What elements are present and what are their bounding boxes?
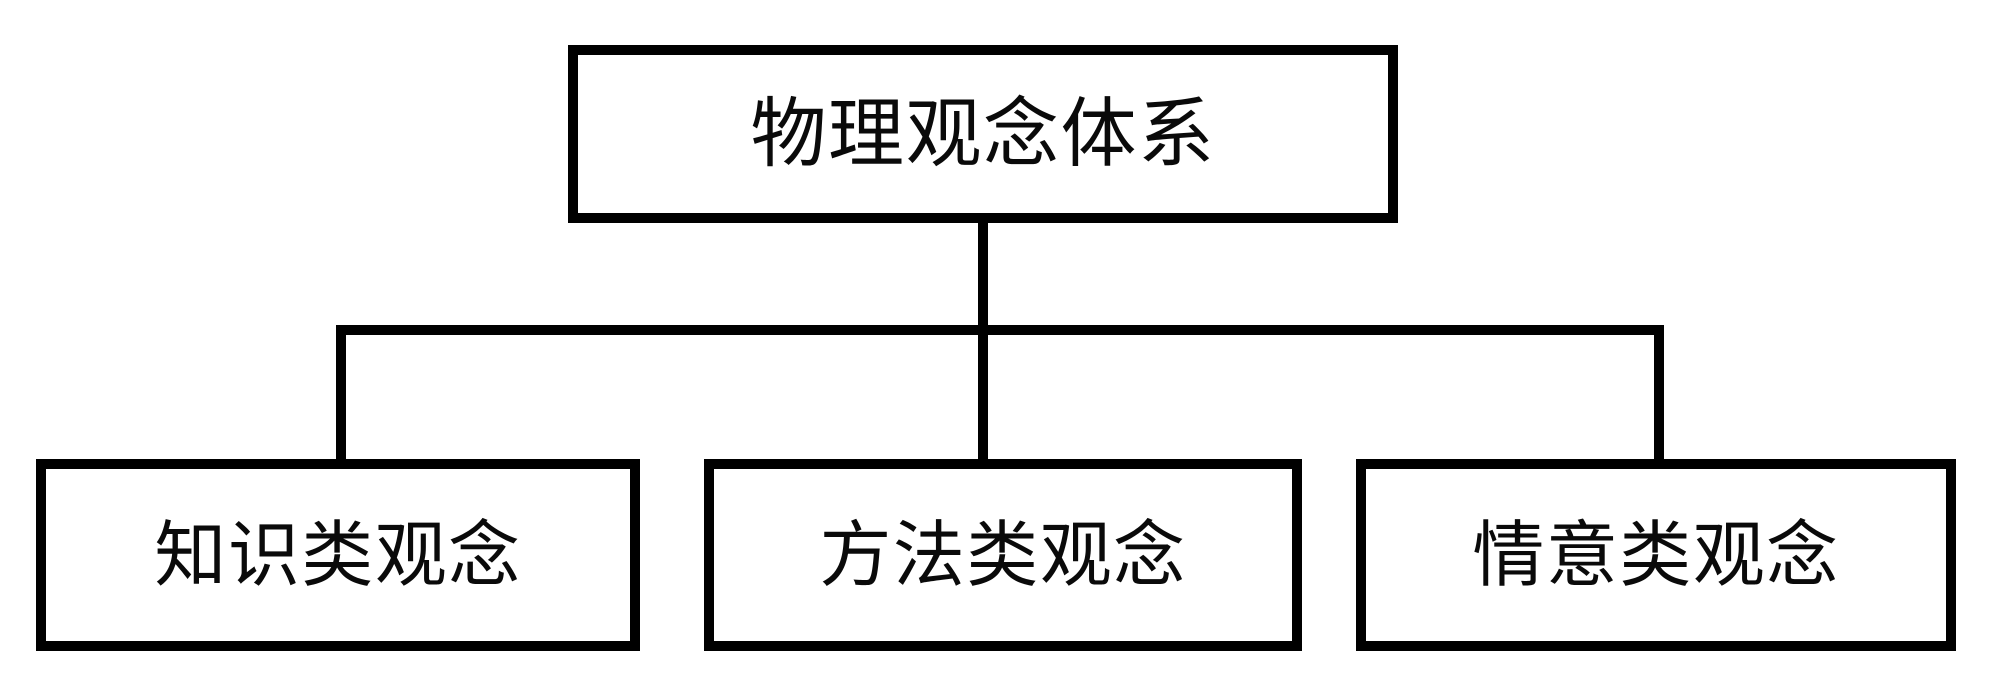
connector-horizontal-bus (336, 325, 1664, 335)
node-child-method-concepts[interactable]: 方法类观念 (704, 459, 1302, 651)
connector-branch-left (336, 325, 346, 465)
connector-trunk-vertical (978, 221, 988, 334)
connector-branch-center (978, 325, 988, 465)
node-child-2-label: 情意类观念 (1472, 513, 1840, 597)
node-child-0-label: 知识类观念 (154, 513, 522, 597)
node-child-knowledge-concepts[interactable]: 知识类观念 (36, 459, 640, 651)
connector-branch-right (1654, 325, 1664, 465)
node-child-affective-concepts[interactable]: 情意类观念 (1356, 459, 1956, 651)
node-root-label: 物理观念体系 (750, 89, 1216, 178)
node-root-physics-concept-system[interactable]: 物理观念体系 (568, 45, 1398, 223)
node-child-1-label: 方法类观念 (819, 513, 1187, 597)
